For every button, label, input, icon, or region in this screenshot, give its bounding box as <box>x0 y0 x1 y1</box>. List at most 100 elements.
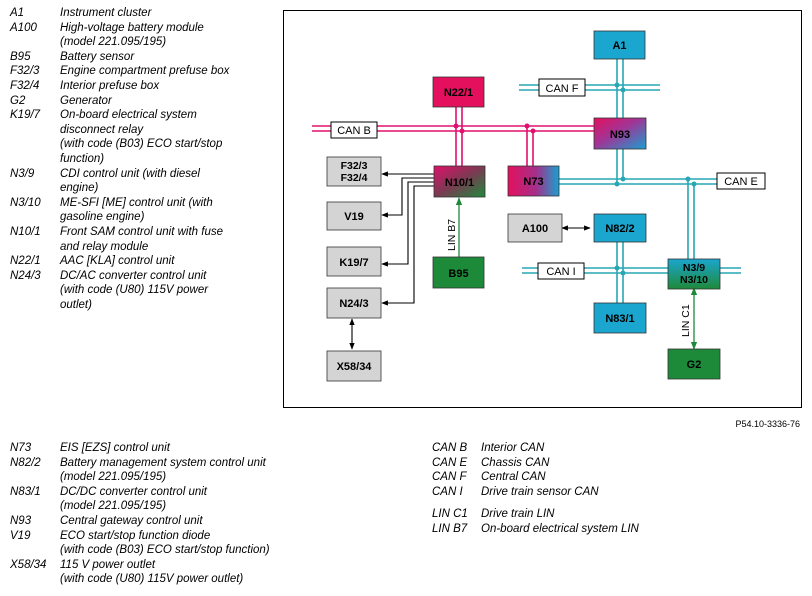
legend-description: Front SAM control unit with fuse <box>60 225 223 238</box>
legend-description: Engine compartment prefuse box <box>60 65 230 78</box>
legend-code: CAN E <box>432 456 468 469</box>
module-n3-9-label: N3/9 <box>683 262 705 274</box>
legend-description: function) <box>60 152 105 165</box>
legend-code: V19 <box>10 529 31 542</box>
legend-code: N73 <box>10 442 32 454</box>
module-f32-4-label: F32/4 <box>341 172 368 184</box>
legend-description: Drive train sensor CAN <box>481 485 599 498</box>
legend-description: gasoline engine) <box>60 211 145 224</box>
module-n10-1-label: N10/1 <box>445 177 474 189</box>
legend-code: N24/3 <box>10 269 41 282</box>
module-n3: N3/9 N3/10 <box>667 258 721 290</box>
legend-code: X58/34 <box>10 558 47 571</box>
module-n3-10-label: N3/10 <box>680 274 708 286</box>
legend-code: B95 <box>10 50 31 63</box>
bus-label-lin-b7: LIN B7 <box>446 219 458 251</box>
legend-description: AAC [KLA] control unit <box>60 255 175 268</box>
module-v19-label: V19 <box>344 211 364 223</box>
legend-description: Central CAN <box>481 471 546 484</box>
legend-entry: CAN B Interior CAN <box>432 441 732 456</box>
figure-reference: P54.10-3336-76 <box>735 419 800 429</box>
legend-code: CAN F <box>432 471 467 484</box>
module-g2-label: G2 <box>687 359 702 371</box>
power-connectors <box>349 171 591 350</box>
legend-entry: LIN C1 Drive train LIN <box>432 507 732 522</box>
module-n24-3: N24/3 <box>326 287 382 319</box>
legend-description: (model 221.095/195) <box>60 36 167 49</box>
legend-description: (with code (B03) ECO start/stop <box>60 138 223 151</box>
legend-description: 115 V power outlet <box>60 558 156 571</box>
legend-description: (model 221.095/195) <box>60 471 167 484</box>
module-n93: N93 <box>593 117 647 150</box>
legend-code: CAN B <box>432 442 468 454</box>
legend-entry: CAN F Central CAN <box>432 470 732 485</box>
legend-entry: N10/1 Front SAM control unit with fuse and… <box>10 225 280 254</box>
module-n73: N73 <box>507 165 560 197</box>
legend-code: G2 <box>10 94 26 107</box>
module-n82-2: N82/2 <box>593 213 647 243</box>
module-k19-7-label: K19/7 <box>339 257 368 269</box>
legend-code: N3/10 <box>10 196 41 209</box>
bus-label-can-b: CAN B <box>330 121 378 139</box>
network-diagram-svg: A1 N22/1 N93 F32/3 F32/4 N10/1 N73 V19 A… <box>312 30 766 382</box>
bus-label-can-f: CAN F <box>538 78 586 97</box>
module-v19: V19 <box>326 201 382 231</box>
legend-code: N10/1 <box>10 225 41 238</box>
legend-description: Interior prefuse box <box>60 79 160 92</box>
bus-label-can-i-text: CAN I <box>546 266 575 278</box>
legend-description: outlet) <box>60 298 92 311</box>
legend-description: High-voltage battery module <box>60 21 204 34</box>
legend-description: Battery management system control unit <box>60 456 266 469</box>
legend-description: ME-SFI [ME] control unit (with <box>60 196 213 209</box>
module-k19-7: K19/7 <box>326 246 382 277</box>
legend-entry: N24/3 DC/AC converter control unit (with c… <box>10 269 280 313</box>
module-n93-label: N93 <box>610 129 630 141</box>
legend-description: and relay module <box>60 240 149 253</box>
legend-code: N22/1 <box>10 255 41 268</box>
legend-spacer <box>432 499 732 507</box>
legend-description: DC/DC converter control unit <box>60 485 207 498</box>
legend-description: Drive train LIN <box>481 508 555 521</box>
legend-description: On-board electrical system <box>60 109 197 122</box>
legend-description: ECO start/stop function diode <box>60 529 211 542</box>
bus-label-can-b-text: CAN B <box>337 125 371 137</box>
legend-description: Central gateway control unit <box>60 514 203 527</box>
legend-description: (with code (U80) 115V power <box>60 284 209 297</box>
legend-description: disconnect relay <box>60 123 144 136</box>
module-b95: B95 <box>432 256 485 289</box>
module-a1: A1 <box>593 30 646 60</box>
module-n10-1: N10/1 <box>433 165 486 198</box>
legend-description: CDI control unit (with diesel <box>60 167 200 180</box>
module-n73-label: N73 <box>523 176 543 188</box>
module-n83-1: N83/1 <box>593 302 647 334</box>
bus-label-lin-c1: LIN C1 <box>680 304 692 337</box>
legend-code: N82/2 <box>10 456 41 469</box>
legend-description: Generator <box>60 94 112 107</box>
legend-description: Instrument cluster <box>60 7 152 19</box>
legend-entry: N22/1 AAC [KLA] control unit <box>10 254 280 269</box>
bus-label-can-e-text: CAN E <box>724 176 758 188</box>
legend-code: LIN C1 <box>432 508 468 521</box>
legend-description: DC/AC converter control unit <box>60 269 207 282</box>
legend-code: N3/9 <box>10 167 35 180</box>
legend-code: F32/4 <box>10 79 40 92</box>
module-n22-1-label: N22/1 <box>444 87 473 99</box>
module-a100-label: A100 <box>522 223 548 235</box>
legend-description: Interior CAN <box>481 442 545 454</box>
module-x58-34: X58/34 <box>326 350 382 382</box>
legend-entry: G2 Generator <box>10 94 280 109</box>
legend-entry: F32/4 Interior prefuse box <box>10 79 280 94</box>
legend-entry: N3/10 ME-SFI [ME] control unit (with gasol… <box>10 196 280 225</box>
